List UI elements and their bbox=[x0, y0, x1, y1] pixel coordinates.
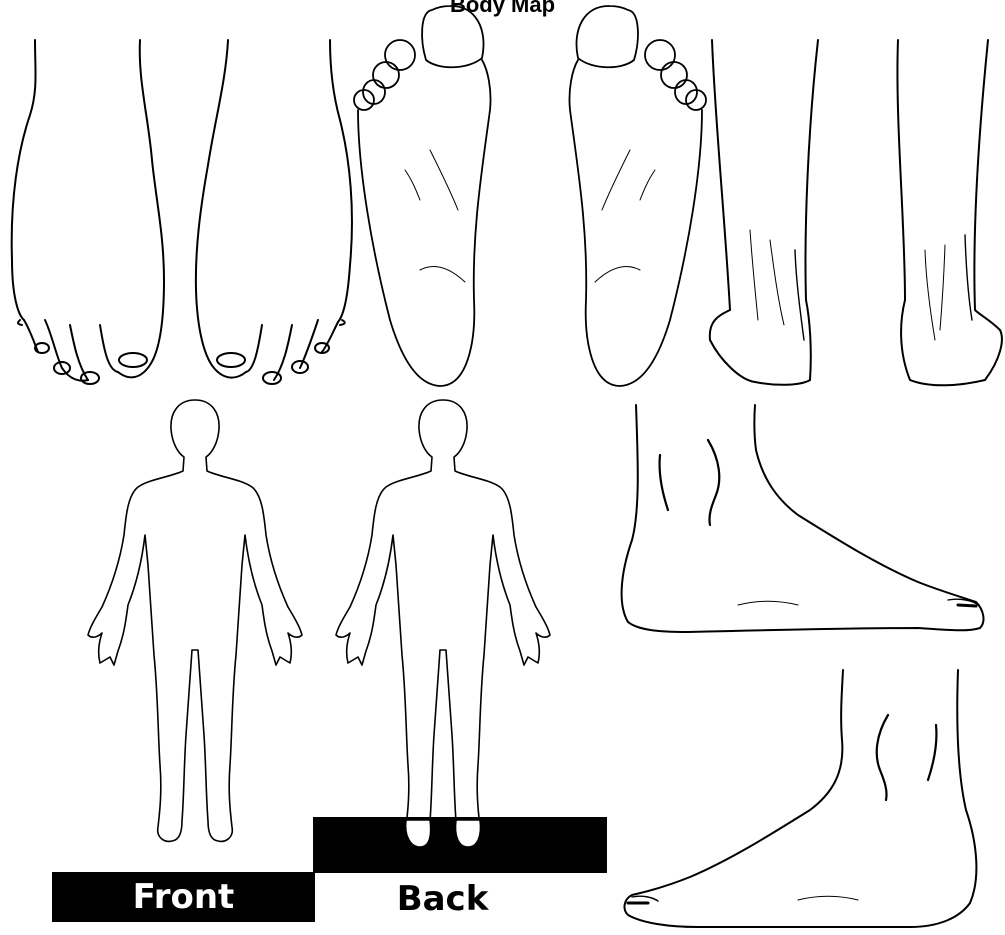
body-front-outline-icon[interactable] bbox=[80, 395, 310, 855]
foot-side-view-right-icon[interactable] bbox=[618, 400, 1005, 645]
page-title: Body Map bbox=[0, 0, 1005, 16]
left-sole-icon[interactable] bbox=[350, 0, 495, 390]
foot-side-view-left-icon[interactable] bbox=[618, 665, 1005, 935]
right-sole-icon[interactable] bbox=[565, 0, 710, 390]
body-back-outline-icon[interactable] bbox=[328, 395, 558, 855]
feet-dorsal-view-icon[interactable] bbox=[0, 20, 355, 390]
back-label: Back bbox=[330, 882, 555, 916]
legs-heel-view-icon[interactable] bbox=[700, 20, 1005, 390]
front-label: Front bbox=[52, 880, 315, 914]
